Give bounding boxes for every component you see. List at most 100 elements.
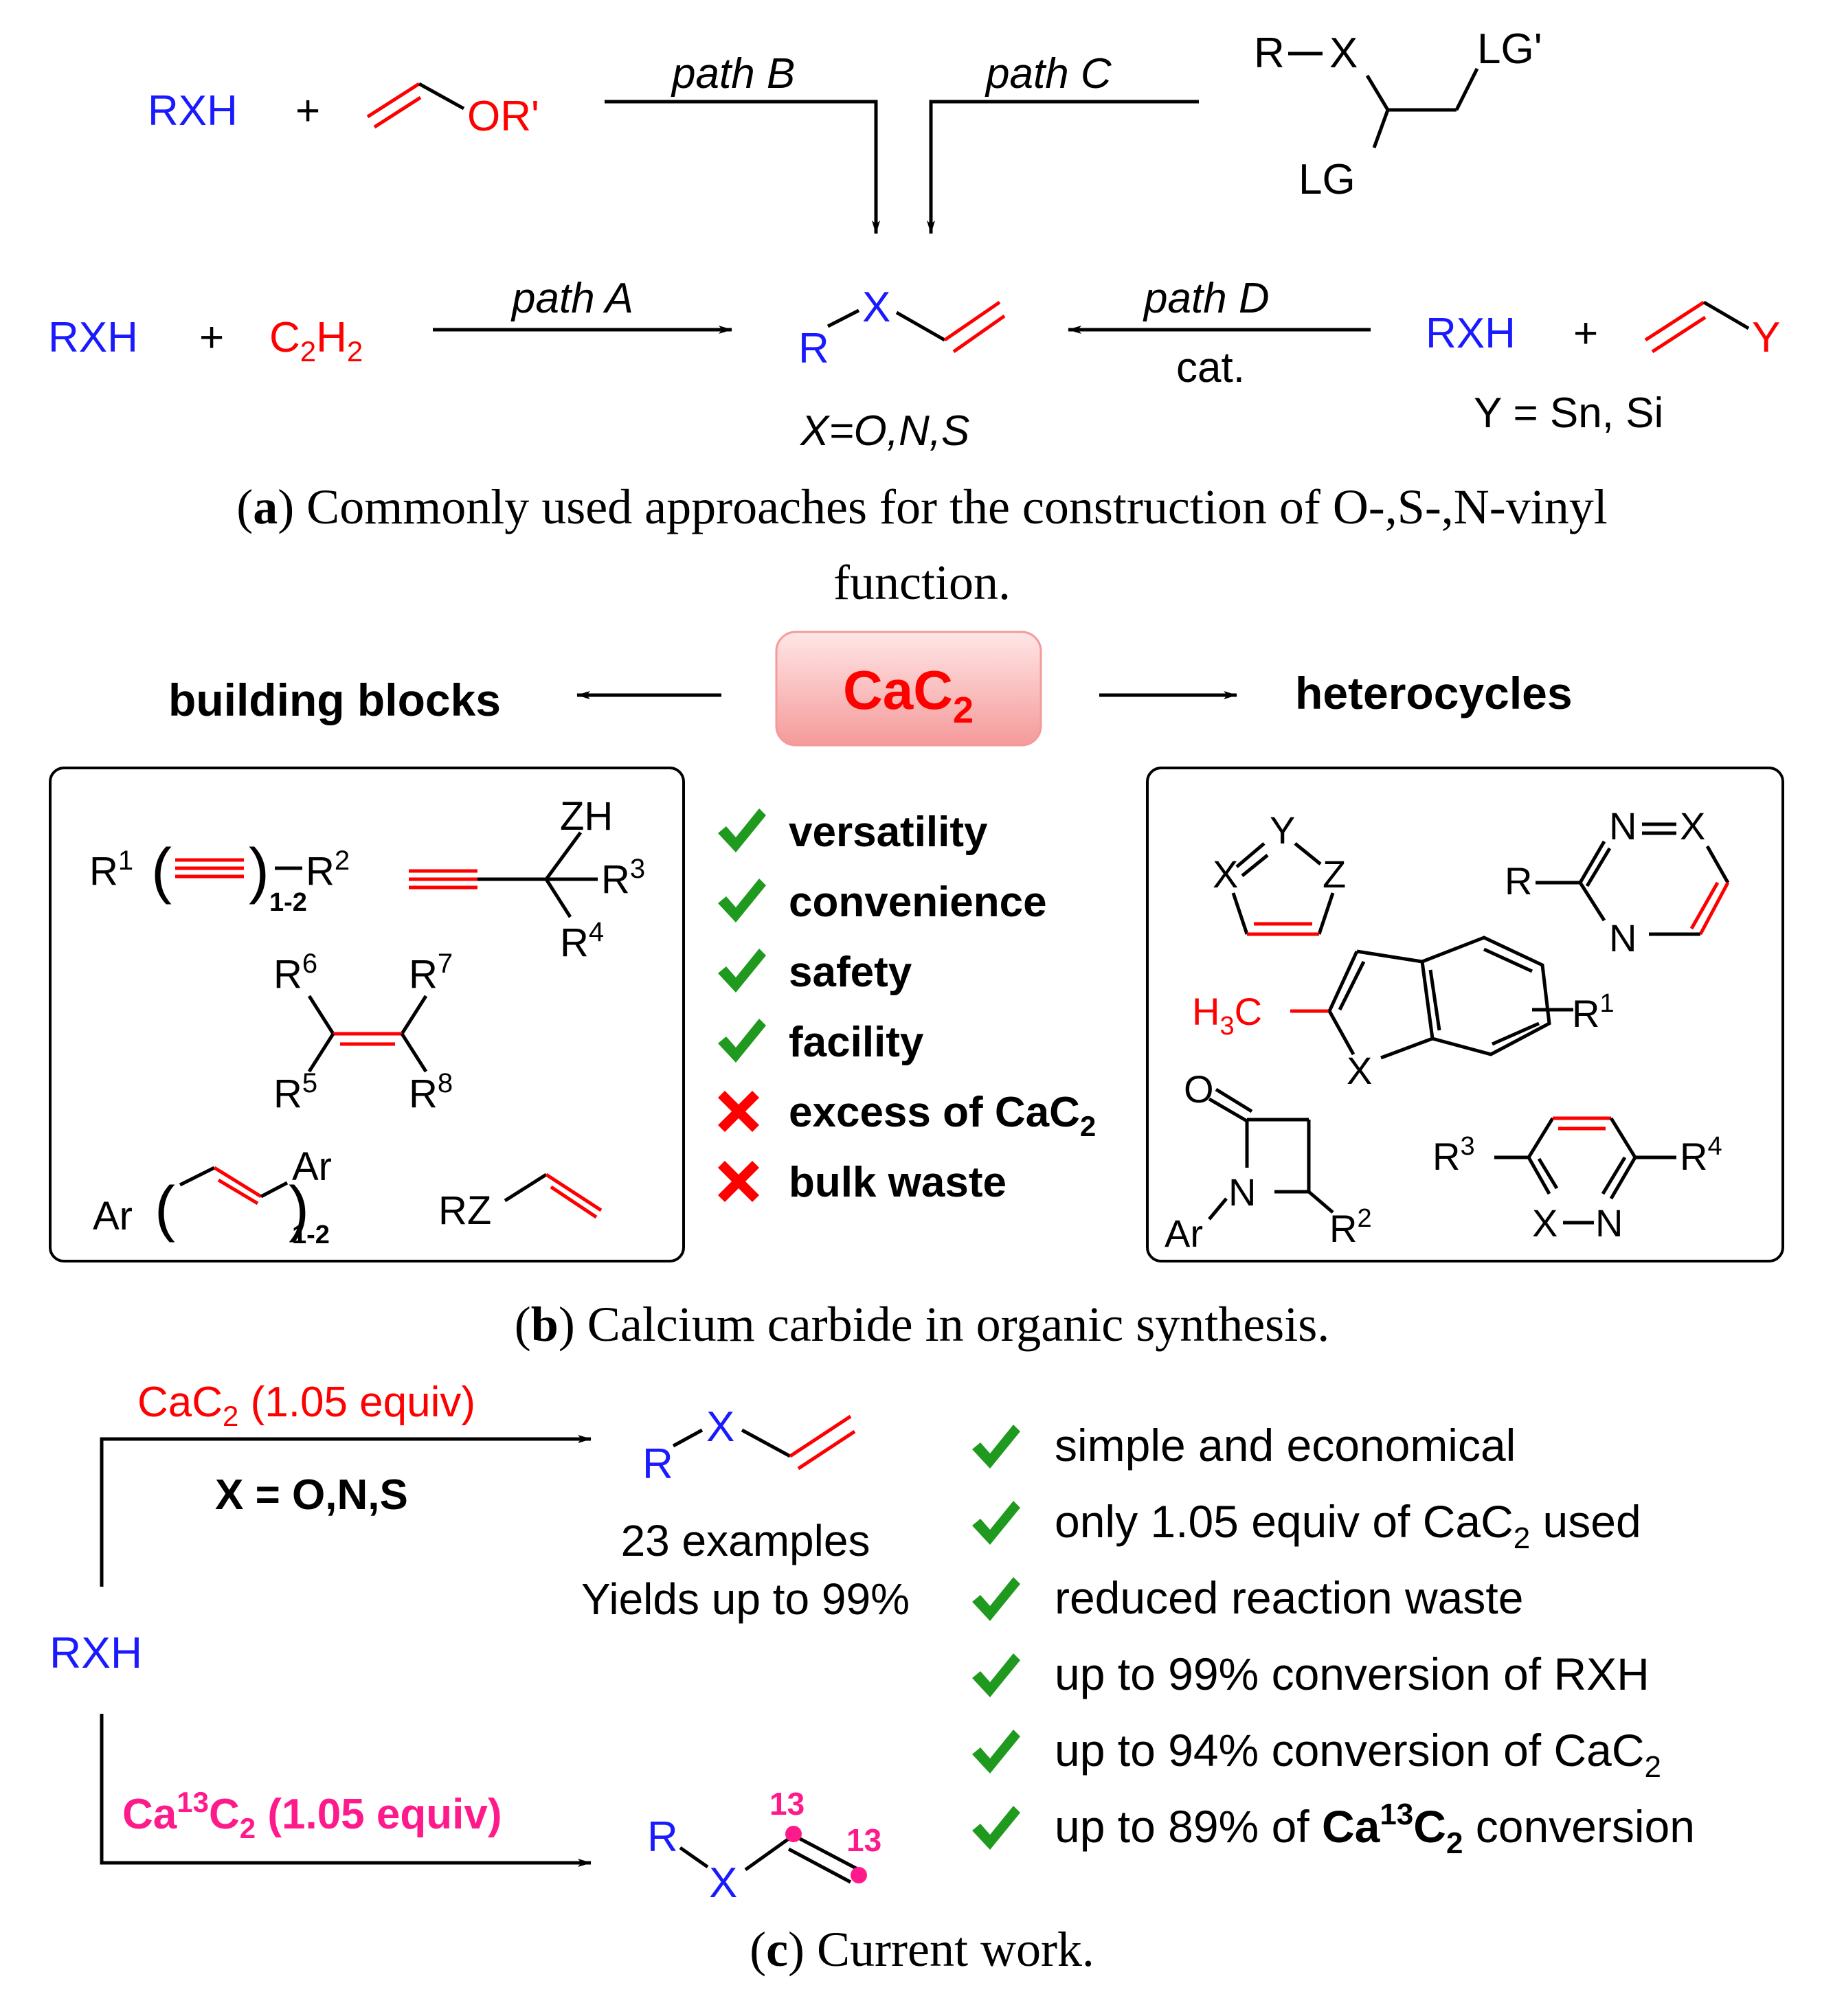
acetylene-formula: C2H2 [269, 314, 363, 367]
point-item: up to 89% of Ca13C2 conversion [1055, 1798, 1695, 1860]
drawback-item: bulk waste [789, 1159, 1007, 1206]
or-prime-label: OR' [467, 93, 539, 140]
methyl-benzofuran: H3C X R1 [1192, 936, 1615, 1092]
reagent-rxh-c: RXH [49, 1628, 142, 1677]
vinyl-product-c: R X [642, 1403, 856, 1488]
panel-c: CaC2 (1.05 equiv) X = O,N,S R X 23 examp… [49, 1379, 1695, 1977]
svg-text:N: N [1595, 1201, 1623, 1245]
diaryl-polyene: Ar ( ) Ar 1-2 [93, 1144, 332, 1249]
svg-text:O: O [1184, 1067, 1214, 1111]
svg-text:H3C: H3C [1192, 990, 1262, 1041]
point-item: up to 94% conversion of CaC2 [1055, 1725, 1661, 1784]
current-work-points: simple and economical only 1.05 equiv of… [972, 1420, 1695, 1860]
svg-text:1-2: 1-2 [269, 888, 307, 917]
svg-text:R3: R3 [1432, 1132, 1475, 1178]
svg-text:X: X [1532, 1201, 1558, 1245]
caption-a-line1: (a) Commonly used approaches for the con… [236, 479, 1608, 534]
tetrasubstituted-alkene: R6 R7 R5 R8 [273, 949, 453, 1116]
labeled-vinyl-product: R X 13 13 [647, 1786, 881, 1907]
plus-sign: + [295, 87, 320, 135]
caption-a-line2: function. [833, 555, 1011, 610]
building-blocks-label: building blocks [168, 675, 501, 725]
x-definition-c: X = O,N,S [215, 1471, 408, 1519]
panel-b: CaC2 building blocks heterocycles R1 ( )… [49, 631, 1784, 1352]
y-definition: Y = Sn, Si [1474, 389, 1663, 437]
svg-text:X: X [862, 284, 890, 331]
svg-text:LG: LG [1298, 156, 1356, 203]
drawback-item: excess of CaC2 [789, 1089, 1096, 1142]
upper-arrow [100, 1435, 592, 1587]
point-item: only 1.05 equiv of CaC2 used [1055, 1496, 1641, 1555]
svg-text:R: R [798, 325, 829, 372]
svg-text:N: N [1609, 804, 1637, 848]
advantage-item: safety [789, 949, 912, 996]
svg-text:X: X [1347, 1049, 1372, 1092]
plus-sign: + [199, 314, 224, 361]
path-c-arrow [927, 100, 1199, 234]
heterocycles-box [1146, 767, 1784, 1262]
svg-text:Ar: Ar [1165, 1212, 1203, 1255]
svg-text:LG': LG' [1477, 25, 1542, 73]
svg-text:X: X [706, 1403, 734, 1451]
svg-text:R: R [1505, 859, 1532, 903]
svg-text:R: R [642, 1440, 673, 1488]
caption-c: (c) Current work. [750, 1922, 1094, 1977]
five-membered-heterocycle: X Y Z [1213, 808, 1346, 936]
svg-text:R1: R1 [1572, 989, 1615, 1035]
svg-text:13: 13 [846, 1822, 881, 1858]
point-item: reduced reaction waste [1055, 1572, 1523, 1623]
vinyl-product-a: R X [798, 284, 1006, 372]
advantages-list: versatility convenience safety facility … [718, 808, 1096, 1206]
svg-text:R4: R4 [560, 917, 604, 965]
svg-text:N: N [1228, 1170, 1256, 1214]
x-definition: X=O,N,S [799, 407, 969, 455]
svg-text:R2: R2 [1329, 1204, 1372, 1250]
reagent-ca13c2: Ca13C2 (1.05 equiv) [122, 1786, 502, 1844]
cac2-box [775, 631, 1042, 747]
svg-text:X: X [1680, 804, 1705, 848]
caption-b: (b) Calcium carbide in organic synthesis… [515, 1297, 1329, 1352]
svg-text:): ) [289, 1175, 309, 1243]
svg-text:1-2: 1-2 [292, 1221, 330, 1249]
propargyl-alcohol-structure: ZH R3 R4 [409, 794, 645, 965]
cac2-title: CaC2 [843, 659, 974, 731]
advantage-item: convenience [789, 879, 1047, 926]
svg-text:R6: R6 [273, 949, 317, 997]
reagent-rxh-d: RXH [1426, 310, 1516, 357]
beta-lactam: O N Ar R2 [1165, 1067, 1372, 1255]
advantage-item: versatility [789, 808, 988, 856]
examples-count: 23 examples [621, 1516, 870, 1565]
svg-text:R1: R1 [89, 846, 133, 894]
panel-a: RXH + OR' path B path C R X LG' LG RXH + [48, 25, 1780, 610]
pyrimidine-ring: R N X N [1505, 804, 1730, 960]
svg-text:ZH: ZH [560, 794, 613, 839]
building-blocks-box [49, 767, 685, 1262]
svg-text:Ar: Ar [93, 1194, 133, 1238]
svg-text:R4: R4 [1680, 1132, 1722, 1178]
svg-text:13: 13 [769, 1786, 805, 1822]
reagent-rxh-b: RXH [148, 87, 238, 135]
vinyl-heteroatom: RZ [438, 1173, 603, 1233]
svg-text:Z: Z [1323, 852, 1346, 896]
diyne-structure: R1 ( ) 1-2 R2 [89, 837, 350, 917]
svg-text:(: ( [151, 837, 172, 905]
pyridazine-ring: R3 X N R4 [1432, 1116, 1722, 1245]
yields-text: Yields up to 99% [581, 1574, 910, 1624]
svg-text:X: X [709, 1859, 737, 1907]
svg-text:RZ: RZ [438, 1188, 491, 1233]
dihalide-substrate: R X LG' LG [1254, 25, 1542, 203]
svg-text:X: X [1329, 30, 1358, 77]
svg-text:R7: R7 [409, 949, 453, 997]
svg-text:R8: R8 [409, 1068, 453, 1116]
point-item: simple and economical [1055, 1420, 1516, 1471]
lower-arrow [100, 1714, 592, 1867]
catalyst-label: cat. [1176, 344, 1245, 392]
svg-text:R: R [647, 1813, 678, 1861]
vinyl-ether: OR' [366, 82, 539, 140]
reagent-cac2: CaC2 (1.05 equiv) [137, 1379, 475, 1432]
point-item: up to 99% conversion of RXH [1055, 1649, 1650, 1699]
path-b-arrow [605, 100, 880, 234]
plus-sign: + [1573, 310, 1598, 357]
svg-text:R3: R3 [601, 854, 645, 902]
